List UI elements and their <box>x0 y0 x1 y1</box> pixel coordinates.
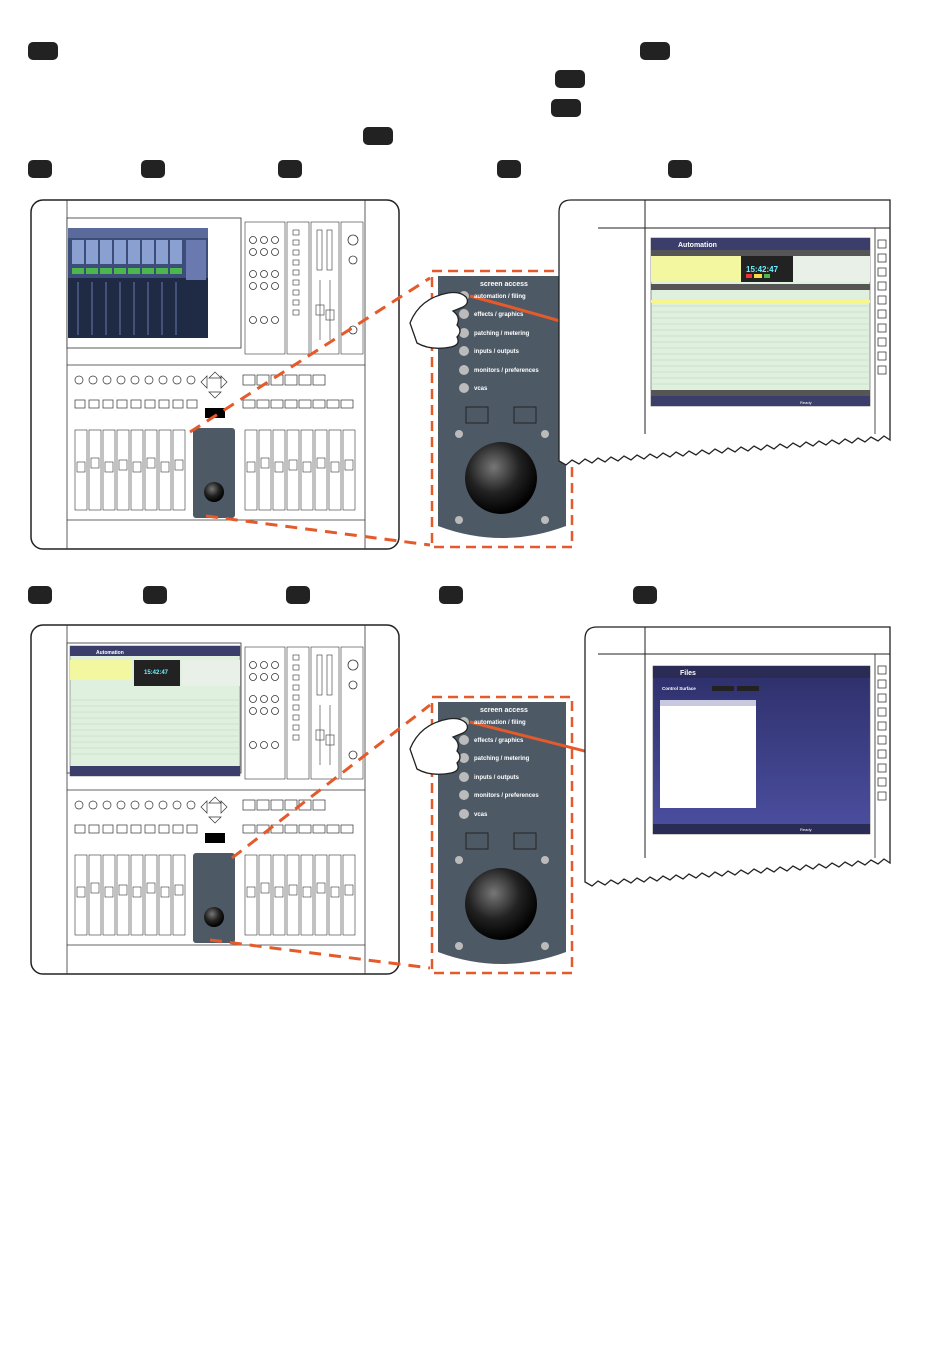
files-status: Ready <box>800 827 812 832</box>
screen-access-button-effects[interactable]: effects / graphics <box>474 312 524 318</box>
files-section: Control Surface <box>662 686 696 691</box>
screen-access-button-effects[interactable]: effects / graphics <box>474 738 524 744</box>
step-marker <box>143 586 167 604</box>
step-marker <box>363 127 393 145</box>
step-marker <box>28 42 58 60</box>
access-panel-title: screen access <box>480 281 528 288</box>
hand-pointer-icon <box>409 291 469 349</box>
step-marker <box>28 586 52 604</box>
screen-access-button-inputs[interactable]: inputs / outputs <box>474 349 520 355</box>
console-logo: PRO 1 <box>176 637 195 643</box>
access-panel-bottom <box>430 695 574 975</box>
step-marker <box>633 586 657 604</box>
access-panel-top <box>430 269 574 549</box>
step-marker <box>551 99 581 117</box>
automation-status: Ready <box>800 400 812 405</box>
mixer-screen <box>68 228 208 338</box>
screen-access-button-automation[interactable]: automation / filing <box>474 720 526 726</box>
console-automation-title: Automation <box>96 650 124 656</box>
step-marker <box>28 160 52 178</box>
console-automation-time: 15:42:47 <box>144 670 169 676</box>
files-title: Files <box>680 670 696 677</box>
screen-access-button-monitors[interactable]: monitors / preferences <box>474 368 539 374</box>
screen-access-button-patching[interactable]: patching / metering <box>474 331 530 337</box>
screen-access-button-inputs[interactable]: inputs / outputs <box>474 775 520 781</box>
step-marker <box>555 70 585 88</box>
step-marker <box>668 160 692 178</box>
step-marker <box>497 160 521 178</box>
screen-access-button-monitors[interactable]: monitors / preferences <box>474 793 539 799</box>
step-marker <box>141 160 165 178</box>
step-marker <box>278 160 302 178</box>
automation-title: Automation <box>678 242 717 249</box>
screen-access-button-vcas[interactable]: vcas <box>474 812 488 818</box>
screen-access-button-vcas[interactable]: vcas <box>474 386 488 392</box>
files-screen <box>652 665 871 835</box>
console-automation-screen <box>69 645 241 777</box>
automation-time: 15:42:47 <box>746 265 779 274</box>
console-logo: PRO 1 <box>176 212 195 218</box>
step-marker <box>439 586 463 604</box>
hand-pointer-icon <box>409 717 469 775</box>
access-panel-title: screen access <box>480 707 528 714</box>
screen-access-button-automation[interactable]: automation / filing <box>474 294 526 300</box>
automation-screen <box>650 237 871 407</box>
screen-access-button-patching[interactable]: patching / metering <box>474 756 530 762</box>
step-marker <box>640 42 670 60</box>
step-marker <box>286 586 310 604</box>
